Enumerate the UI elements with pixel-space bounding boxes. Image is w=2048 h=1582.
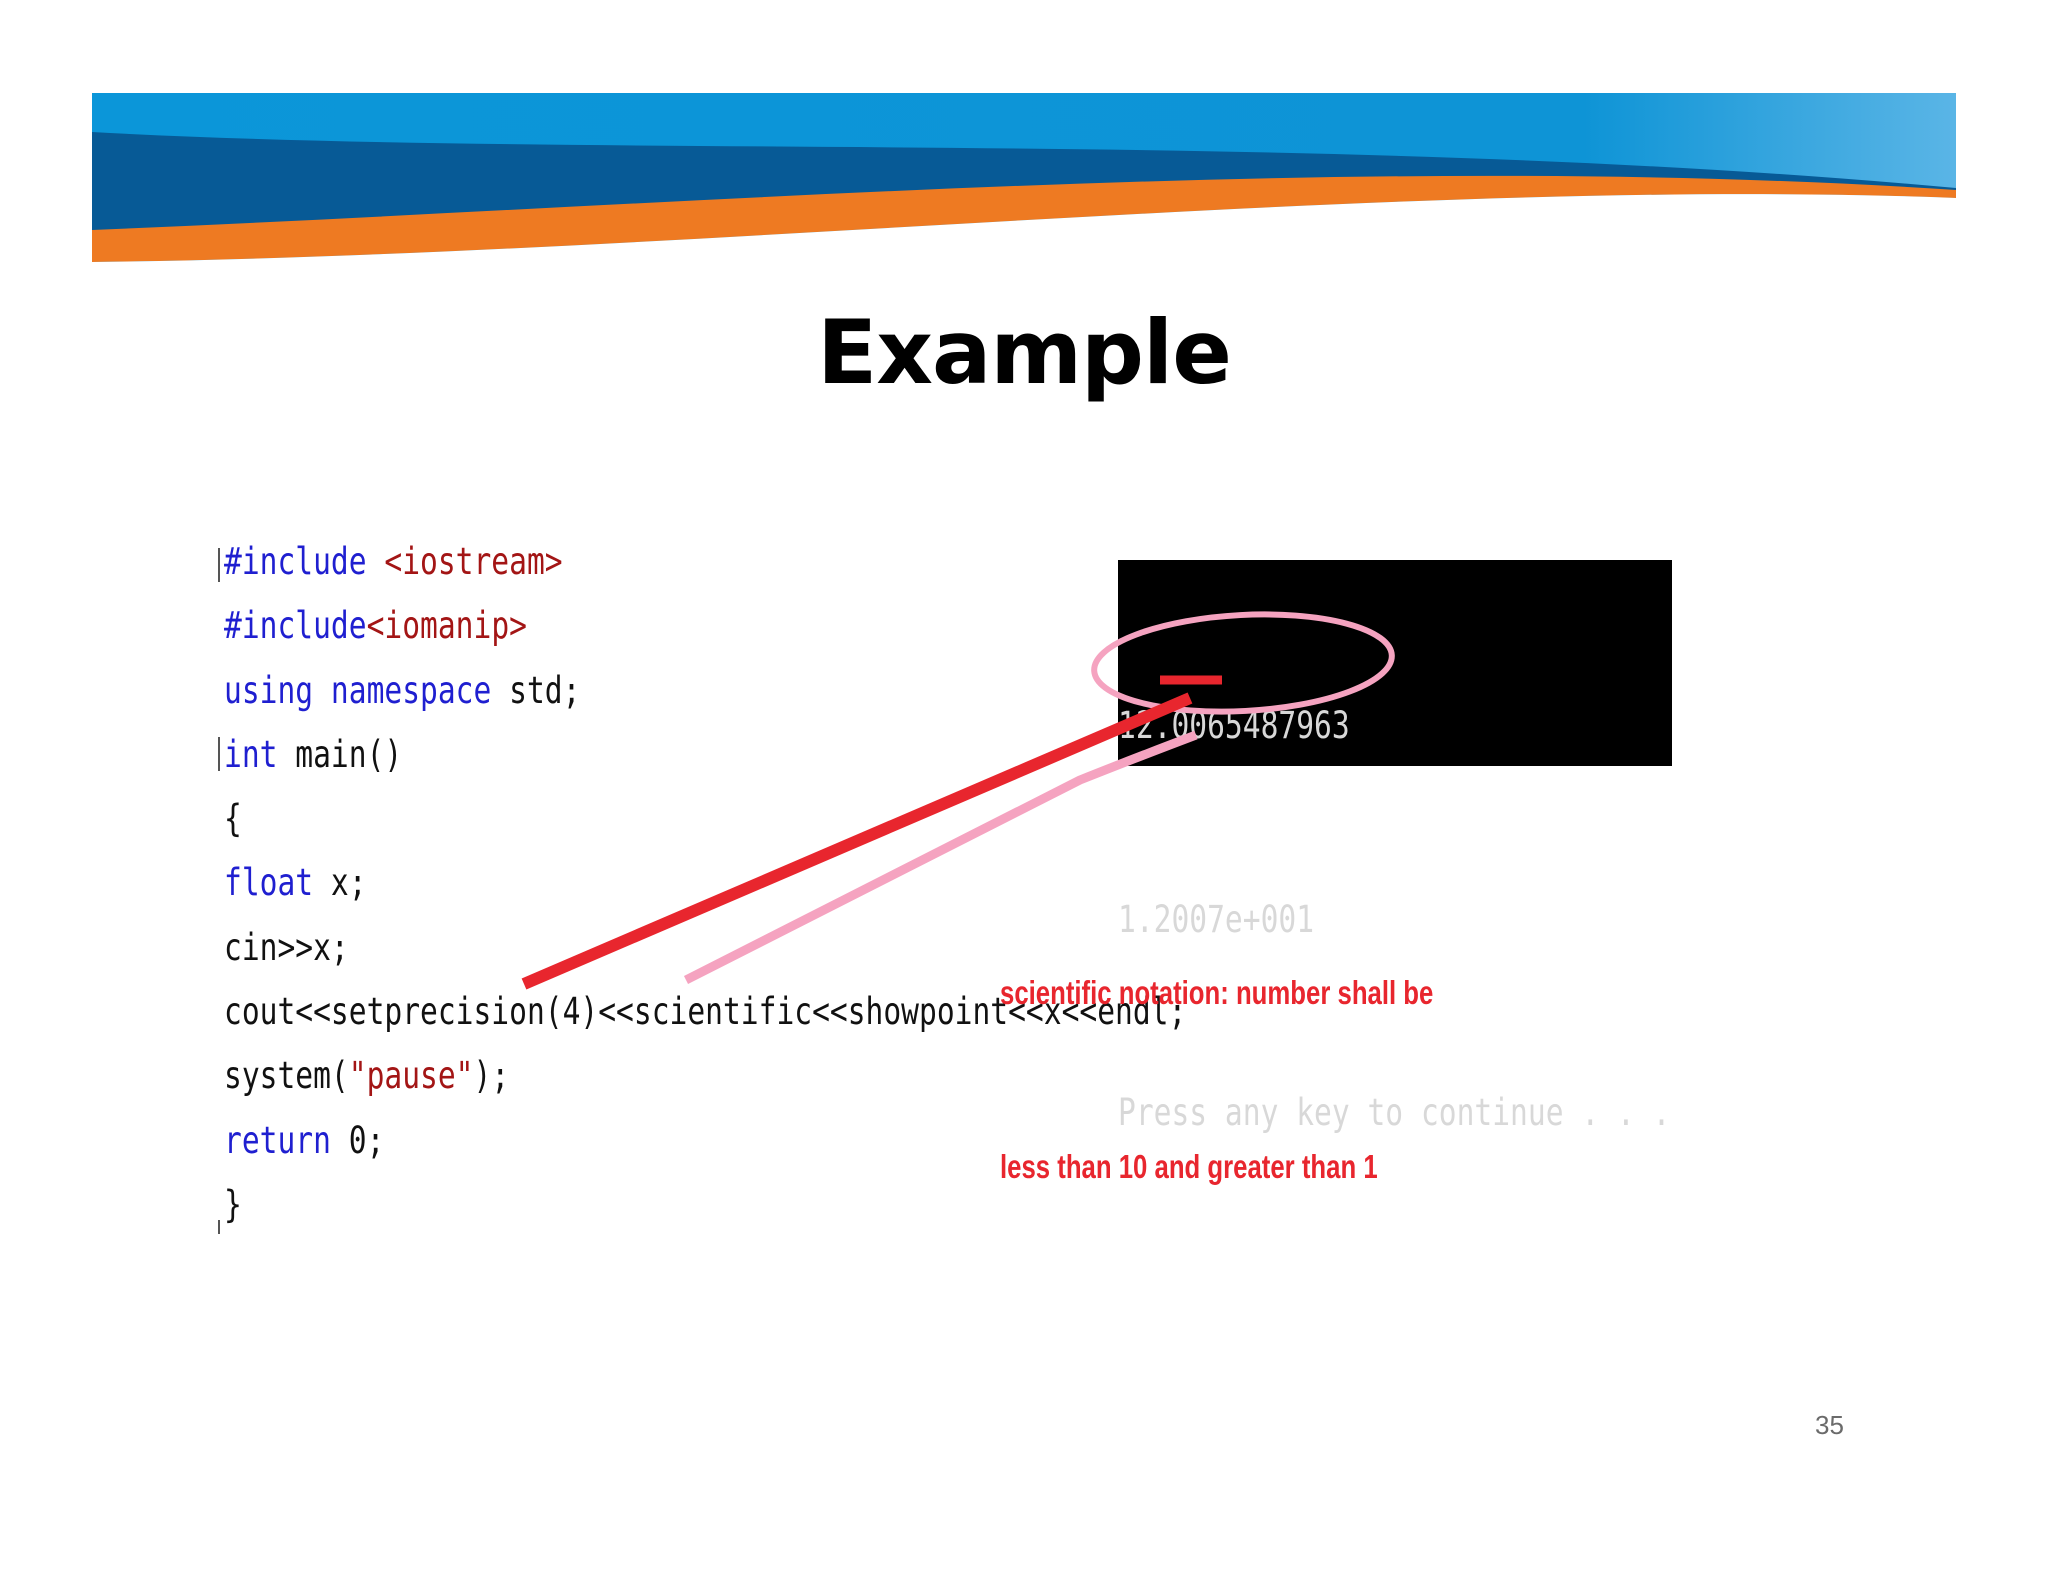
code-line: system("pause"); [224, 1044, 1186, 1108]
code-token: using namespace [224, 668, 510, 712]
code-line: using namespace std; [224, 659, 1186, 723]
code-token: #include [224, 540, 385, 583]
page-number: 35 [1815, 1410, 1844, 1440]
console-line: 12.0065487963 [1118, 704, 1350, 747]
gutter-mark [218, 548, 220, 582]
code-line: #include <iostream> [224, 530, 1186, 594]
code-token: std; [509, 668, 581, 712]
code-token: main() [295, 732, 403, 776]
annotation-note: scientific notation: number shall be les… [1000, 848, 1433, 1254]
code-token: float [224, 861, 331, 905]
code-line: { [224, 787, 1186, 851]
code-token: return [224, 1118, 349, 1162]
gutter-mark [218, 737, 220, 771]
code-line: cout<<setprecision(4)<<scientific<<showp… [224, 980, 1186, 1044]
code-token: <iomanip> [366, 604, 527, 648]
code-line: #include<iomanip> [224, 594, 1186, 658]
banner-white-cut [92, 194, 1956, 280]
code-listing: #include <iostream>#include<iomanip>usin… [224, 530, 1186, 1237]
code-token: { [224, 797, 242, 841]
code-token: cin>>x; [224, 925, 349, 969]
slide-title: Example [817, 301, 1232, 404]
header-banner [0, 93, 2048, 280]
console-line: Press any key to continue . . . [1118, 1091, 1671, 1134]
annotation-line: scientific notation: number shall be [1000, 974, 1434, 1011]
code-line: return 0; [224, 1109, 1186, 1173]
code-token: int [224, 732, 296, 776]
code-line: cin>>x; [224, 916, 1186, 980]
banner-orange-wave [92, 175, 1956, 262]
code-token: x; [330, 861, 367, 905]
code-line: } [224, 1173, 1186, 1237]
code-token: system( [224, 1054, 349, 1098]
code-line: int main() [224, 723, 1186, 787]
code-line: float x; [224, 851, 1186, 915]
code-token: 0; [348, 1118, 385, 1162]
annotation-line: less than 10 and greater than 1 [1000, 1148, 1378, 1185]
code-token: <iostream> [384, 540, 563, 583]
code-token: cout<<setprecision(4)<<scientific<<showp… [224, 990, 1187, 1034]
code-token: "pause" [348, 1054, 474, 1098]
code-token: ); [473, 1054, 510, 1098]
code-token: #include [224, 604, 367, 648]
code-token: } [224, 1182, 242, 1226]
gutter-mark [218, 1220, 220, 1234]
